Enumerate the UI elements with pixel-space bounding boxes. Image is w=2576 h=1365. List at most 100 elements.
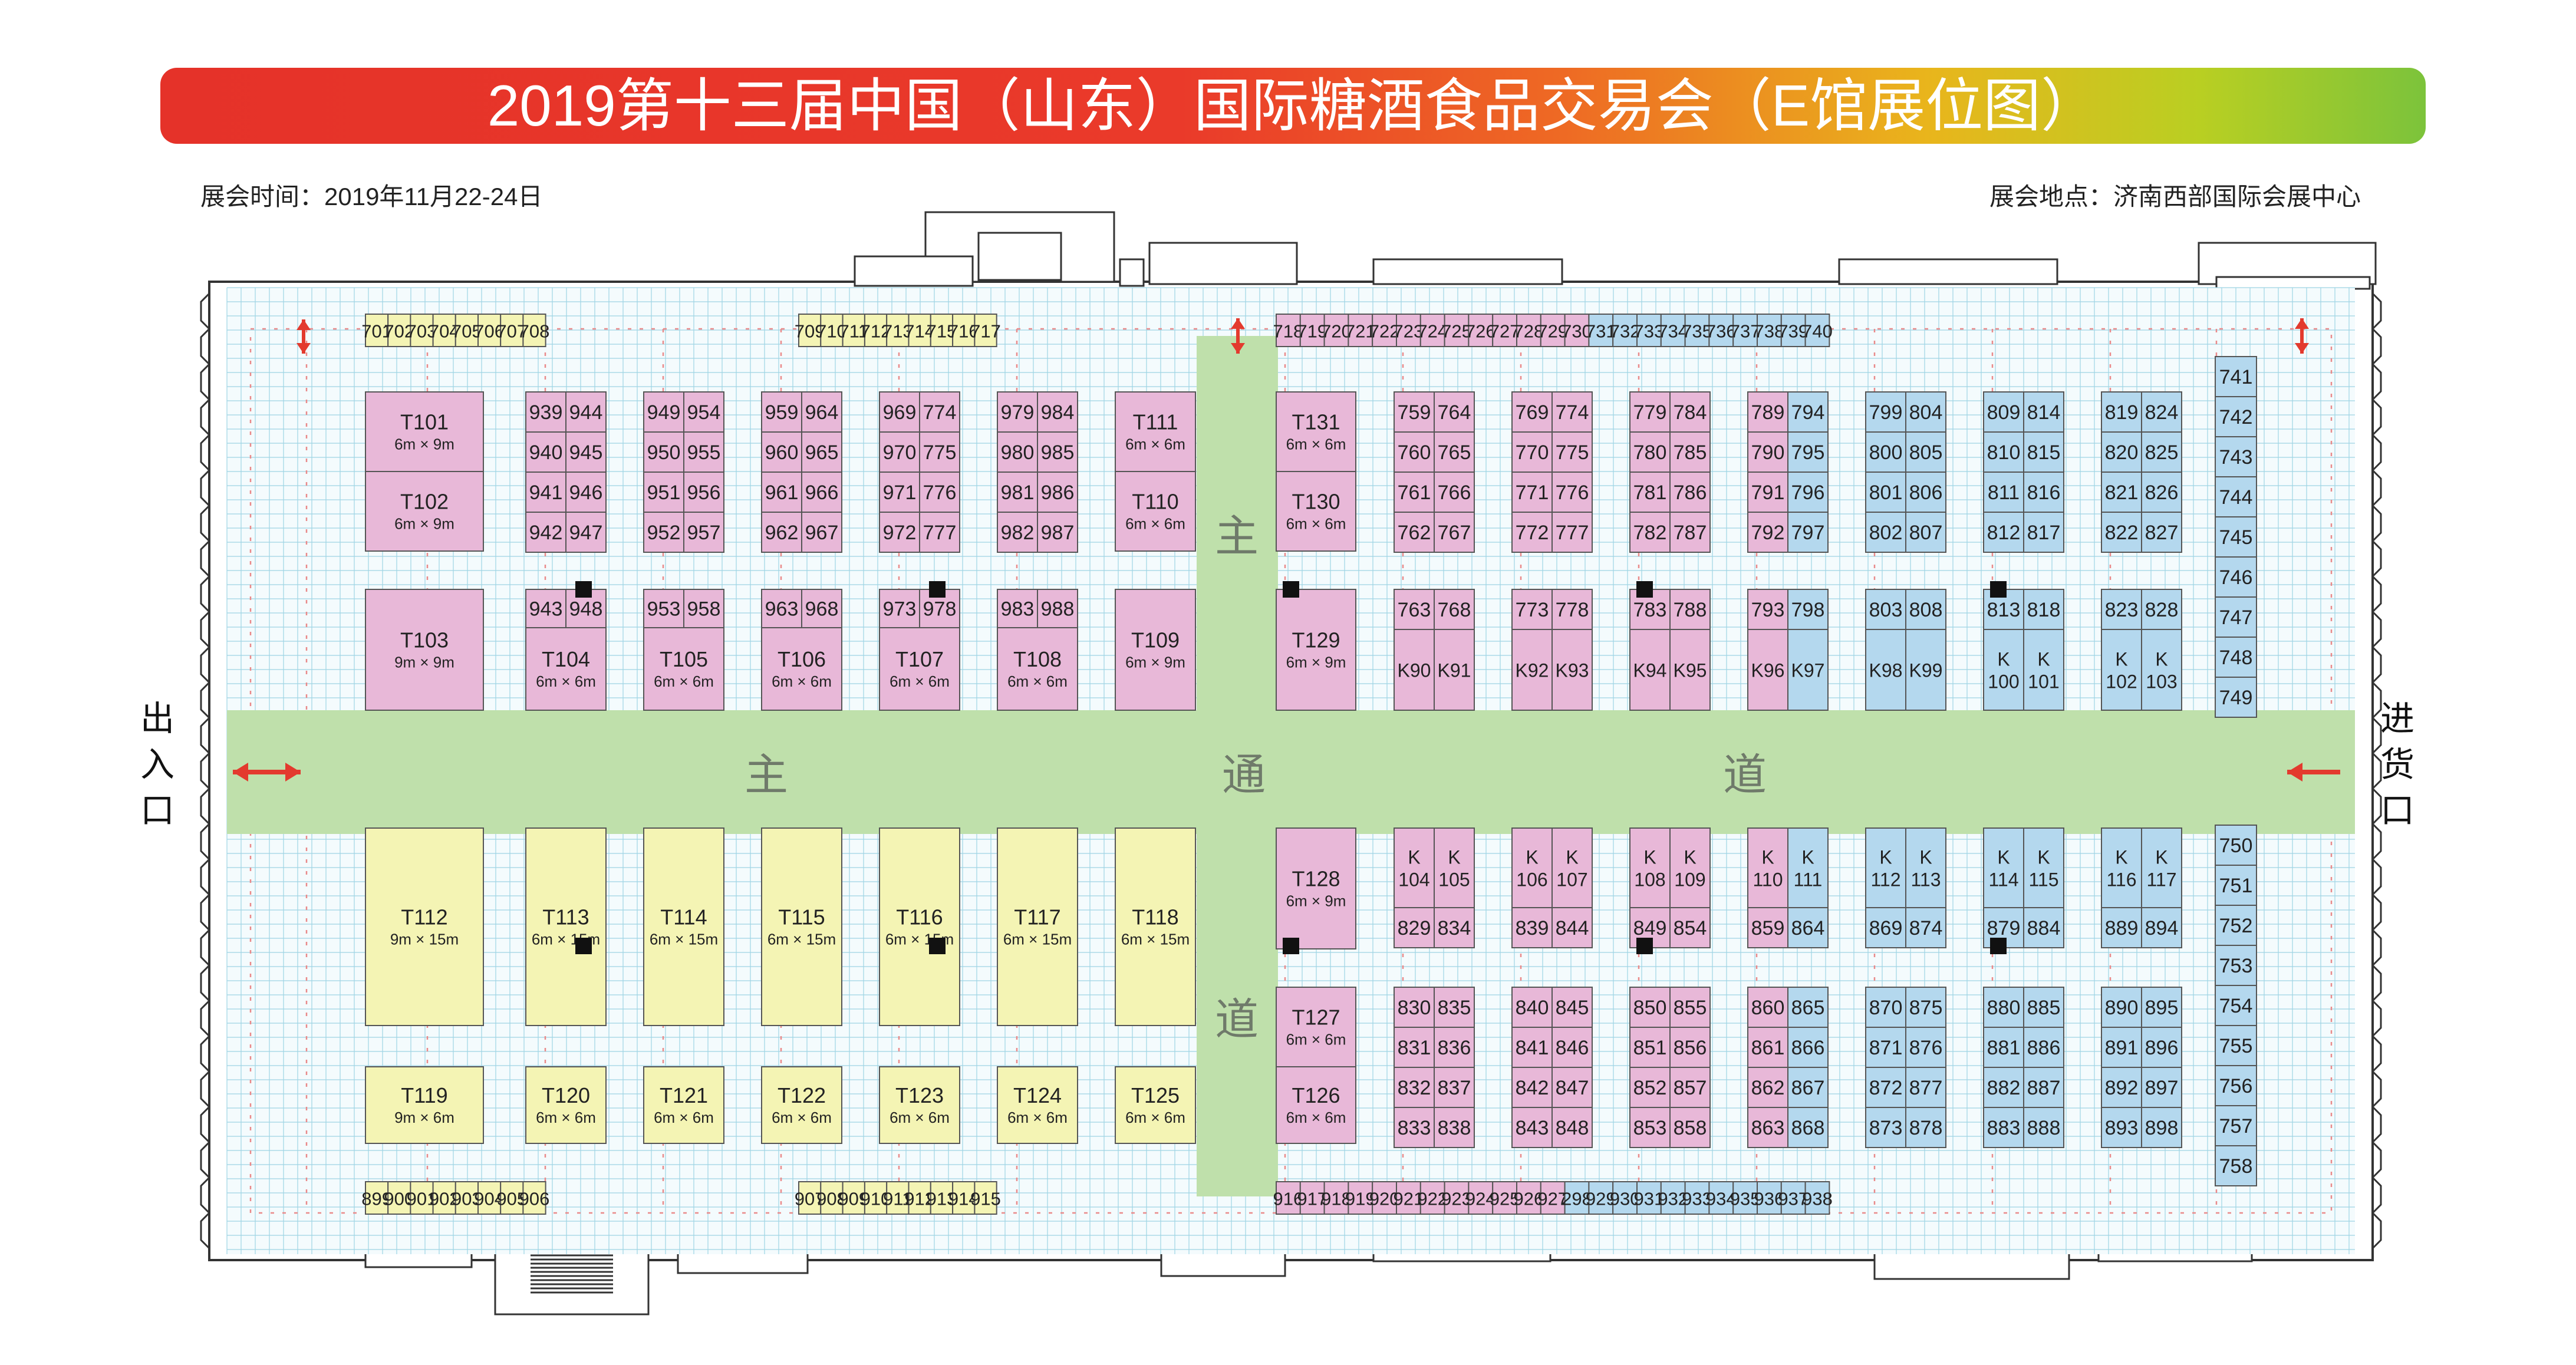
booth-right-bottom[interactable]: 851 bbox=[1629, 1027, 1671, 1068]
booth-left-upper[interactable]: 986 bbox=[1037, 472, 1078, 513]
booth-right-bottom[interactable]: 890 bbox=[2101, 987, 2142, 1028]
booth-right-upper[interactable]: 791 bbox=[1747, 472, 1788, 513]
booth-top-row[interactable]: 713 bbox=[882, 314, 913, 347]
booth-left-upper[interactable]: 949 bbox=[643, 391, 684, 433]
booth-right-bottom[interactable]: 897 bbox=[2141, 1067, 2182, 1108]
booth-top-row[interactable]: 711 bbox=[839, 314, 868, 347]
booth-right-bottom[interactable]: 842 bbox=[1511, 1067, 1553, 1108]
booth-right-upper[interactable]: 825 bbox=[2141, 431, 2182, 473]
booth-right-lower[interactable]: 844 bbox=[1551, 907, 1593, 948]
booth-k[interactable]: K96 bbox=[1747, 629, 1788, 711]
booth-right-mid[interactable]: 808 bbox=[1905, 589, 1946, 630]
booth-left-upper[interactable]: 971 bbox=[879, 472, 920, 513]
booth-right-upper[interactable]: 799 bbox=[1865, 391, 1906, 433]
booth-right-column[interactable]: 757 bbox=[2215, 1105, 2257, 1146]
booth-top-row[interactable]: 731 bbox=[1586, 314, 1616, 347]
booth-right-mid[interactable]: 773 bbox=[1511, 589, 1553, 630]
booth-right-bottom[interactable]: 852 bbox=[1629, 1067, 1671, 1108]
booth-left-mid[interactable]: 948 bbox=[565, 589, 607, 628]
booth-top-row[interactable]: 717 bbox=[970, 314, 1001, 347]
booth-right-upper[interactable]: 820 bbox=[2101, 431, 2142, 473]
booth-left-upper[interactable]: 972 bbox=[879, 512, 920, 553]
booth-right-upper[interactable]: 824 bbox=[2141, 391, 2182, 433]
booth-left-upper[interactable]: 969 bbox=[879, 391, 920, 433]
booth-bottom-row[interactable]: 937 bbox=[1778, 1181, 1809, 1215]
booth-bottom-row[interactable]: 921 bbox=[1394, 1181, 1424, 1215]
booth-right-upper[interactable]: 766 bbox=[1434, 472, 1475, 513]
booth-top-row[interactable]: 730 bbox=[1562, 314, 1592, 347]
booth-right-column[interactable]: 754 bbox=[2215, 985, 2257, 1026]
booth-bottom-row[interactable]: 918 bbox=[1321, 1181, 1352, 1215]
booth-left-upper[interactable]: 980 bbox=[997, 431, 1038, 473]
booth-right-upper[interactable]: 779 bbox=[1629, 391, 1671, 433]
booth-bottom-row[interactable]: 932 bbox=[1658, 1181, 1688, 1215]
booth-top-row[interactable]: 728 bbox=[1514, 314, 1544, 347]
booth-right-upper[interactable]: 806 bbox=[1905, 472, 1946, 513]
booth-top-row[interactable]: 724 bbox=[1417, 314, 1448, 347]
booth-bottom-row[interactable]: 905 bbox=[496, 1181, 527, 1215]
booth-right-bottom[interactable]: 856 bbox=[1669, 1027, 1711, 1068]
booth-right-bottom[interactable]: 831 bbox=[1394, 1027, 1435, 1068]
booth-top-row[interactable]: 719 bbox=[1297, 314, 1327, 347]
booth-left-upper[interactable]: 982 bbox=[997, 512, 1038, 553]
booth-right-bottom[interactable]: 861 bbox=[1747, 1027, 1788, 1068]
booth-right-bottom[interactable]: 848 bbox=[1551, 1107, 1593, 1148]
booth-left-upper[interactable]: 776 bbox=[919, 472, 960, 513]
booth-bottom-row[interactable]: 933 bbox=[1682, 1181, 1712, 1215]
booth-right-column[interactable]: 753 bbox=[2215, 945, 2257, 986]
booth-k[interactable]: K90 bbox=[1394, 629, 1435, 711]
booth-bottom-row[interactable]: 917 bbox=[1297, 1181, 1327, 1215]
booth-right-bottom[interactable]: 860 bbox=[1747, 987, 1788, 1028]
booth-left-upper[interactable]: 951 bbox=[643, 472, 684, 513]
booth-bottom-row[interactable]: 931 bbox=[1634, 1181, 1665, 1215]
booth-left-upper[interactable]: 965 bbox=[801, 431, 842, 473]
booth-right-bottom[interactable]: 893 bbox=[2101, 1107, 2142, 1148]
booth-top-row[interactable]: 725 bbox=[1441, 314, 1472, 347]
booth-left-upper[interactable]: 956 bbox=[683, 472, 724, 513]
booth-right-column[interactable]: 748 bbox=[2215, 637, 2257, 678]
booth-right-upper[interactable]: 815 bbox=[2023, 431, 2064, 473]
booth-k[interactable]: K95 bbox=[1669, 629, 1711, 711]
booth-top-row[interactable]: 740 bbox=[1802, 314, 1833, 347]
booth-left-mid[interactable]: 973 bbox=[879, 589, 920, 628]
booth-bottom-row[interactable]: 925 bbox=[1490, 1181, 1520, 1215]
booth-left-upper[interactable]: 970 bbox=[879, 431, 920, 473]
booth-right-upper[interactable]: 784 bbox=[1669, 391, 1711, 433]
booth-left-upper[interactable]: 954 bbox=[683, 391, 724, 433]
booth-right-upper[interactable]: 804 bbox=[1905, 391, 1946, 433]
booth-left-upper[interactable]: 985 bbox=[1037, 431, 1078, 473]
booth-right-upper[interactable]: 789 bbox=[1747, 391, 1788, 433]
booth-left-upper[interactable]: 775 bbox=[919, 431, 960, 473]
booth-right-upper[interactable]: 767 bbox=[1434, 512, 1475, 553]
booth-right-column[interactable]: 755 bbox=[2215, 1025, 2257, 1066]
booth-right-upper[interactable]: 797 bbox=[1787, 512, 1829, 553]
booth-top-row[interactable]: 715 bbox=[927, 314, 957, 347]
booth-right-bottom[interactable]: 832 bbox=[1394, 1067, 1435, 1108]
booth-k[interactable]: K91 bbox=[1434, 629, 1475, 711]
booth-bottom-row[interactable]: 913 bbox=[927, 1181, 957, 1215]
booth-bottom-row[interactable]: 916 bbox=[1273, 1181, 1304, 1215]
booth-left-upper[interactable]: 962 bbox=[761, 512, 802, 553]
booth-left-mid[interactable]: 963 bbox=[761, 589, 802, 628]
booth-right-upper[interactable]: 761 bbox=[1394, 472, 1435, 513]
booth-right-upper[interactable]: 762 bbox=[1394, 512, 1435, 553]
booth-right-bottom[interactable]: 830 bbox=[1394, 987, 1435, 1028]
